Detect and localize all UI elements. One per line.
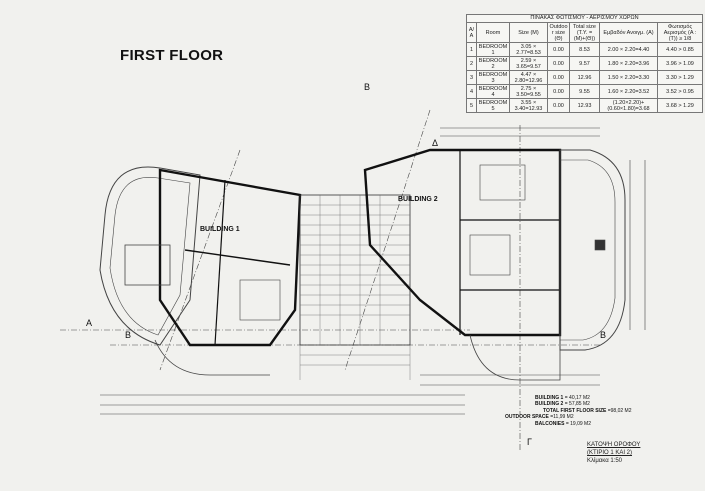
table-cell: BEDROOM 5 [476,98,510,113]
table-cell: 0.00 [547,70,570,85]
total-first-floor: TOTAL FIRST FLOOR SIZE =98,02 M2 [543,407,632,414]
table-cell: 1.50 × 2.20=3.30 [599,70,658,85]
table-cell: 12.96 [569,70,600,85]
table-cell: 1.80 × 2.20=3.96 [599,56,658,71]
table-cell: 3.68 > 1.29 [657,98,703,113]
caption-line-2: (ΚΤΙΡΙΟ 1 ΚΑΙ 2) [587,450,633,456]
total-outdoor-space: OUTDOOR SPACE =11,99 M2 [505,414,574,421]
table-cell: 12.93 [569,98,600,113]
table-cell: 0.00 [547,56,570,71]
table-header: Α/Α [466,22,477,43]
building-2-label: BUILDING 2 [398,196,438,203]
area-totals: BUILDING 1 = 40,17 M2 BUILDING 2 = 57,85… [505,395,632,427]
drawing-caption: ΚΑΤΟΨΗ ΟΡΟΦΟΥ (ΚΤΙΡΙΟ 1 ΚΑΙ 2) Κλίμακα 1… [587,441,640,465]
table-cell: 4.40 > 0.85 [657,42,703,57]
table-cell: 2 [466,56,477,71]
lighting-ventilation-table: ΠΙΝΑΚΑΣ ΦΩΤΙΣΜΟΥ - ΑΕΡΙΣΜΟΥ ΧΩΡΩΝ Α/Α Ro… [466,14,703,113]
axis-label-a: A [86,318,93,328]
building-1-label: BUILDING 1 [200,226,240,233]
caption-scale: Κλίμακα 1:50 [587,458,623,464]
stair-hatch [299,194,411,380]
table-cell: 3.05 × 2.77=8.53 [509,42,548,57]
table-cell: 0.00 [547,84,570,99]
drawing-title: FIRST FLOOR [120,47,224,64]
table-cell: 1.60 × 2.20=3.52 [599,84,658,99]
building-1-outline [158,168,302,347]
table-header: Total size (Τ.Υ. = (Μ)+(Θ)) [569,22,600,43]
axis-label-delta: Δ [432,138,439,148]
dimension-lines [100,127,646,415]
table-header: Outdoor size (Θ) [547,22,570,43]
total-building-2: BUILDING 2 = 57,85 M2 [535,401,590,408]
table-cell: 0.00 [547,98,570,113]
table-cell: BEDROOM 1 [476,42,510,57]
axis-label-b-top: B [364,82,371,92]
table-cell: 5 [466,98,477,113]
axis-label-b-right: B [600,330,607,340]
axis-line-delta [344,109,431,371]
table-cell: 4.47 × 2.80=12.96 [509,70,548,85]
table-cell: 2.75 × 3.50=9.55 [509,84,548,99]
table-cell: BEDROOM 4 [476,84,510,99]
table-cell: 3.96 > 1.09 [657,56,703,71]
table-cell: 3.30 > 1.29 [657,70,703,85]
table-header: Φωτισμός Αερισμός (Α : (Τ)) ≥ 1/8 [657,22,703,43]
table-cell: 1 [466,42,477,57]
table-cell: 4 [466,84,477,99]
table-cell: BEDROOM 3 [476,70,510,85]
axis-label-b: B [125,330,132,340]
building-2-outline [363,148,562,337]
total-building-1: BUILDING 1 = 40,17 M2 [535,395,590,401]
table-header-row: Α/Α Room Size (Μ) Outdoor size (Θ) Total… [466,22,703,43]
table-cell: BEDROOM 2 [476,56,510,71]
table-cell: 9.57 [569,56,600,71]
table-cell: 3.55 × 3.40=12.93 [509,98,548,113]
table-cell: 0.00 [547,42,570,57]
balcony-building-1 [99,166,201,346]
table-cell: (1.20×2.20)+(0.60×1.80)=3.68 [599,98,658,113]
table-header: Room [476,22,510,43]
total-balconies: BALCONIES = 19,09 M2 [535,420,591,427]
table-cell: 2.59 × 3.65=9.57 [509,56,548,71]
axis-label-gamma: Γ [527,437,532,447]
table-cell: 8.53 [569,42,600,57]
table-header: Εμβαδόν Ανοιγμ. (Α) [599,22,658,43]
table-cell: 3.52 > 0.95 [657,84,703,99]
balcony-building-2 [559,149,626,351]
table-header: Size (Μ) [509,22,548,43]
table-cell: 2.00 × 2.20=4.40 [599,42,658,57]
caption-line-1: ΚΑΤΟΨΗ ΟΡΟΦΟΥ [587,442,641,448]
table-cell: 3 [466,70,477,85]
table-caption: ΠΙΝΑΚΑΣ ΦΩΤΙΣΜΟΥ - ΑΕΡΙΣΜΟΥ ΧΩΡΩΝ [466,14,703,22]
table-cell: 9.55 [569,84,600,99]
